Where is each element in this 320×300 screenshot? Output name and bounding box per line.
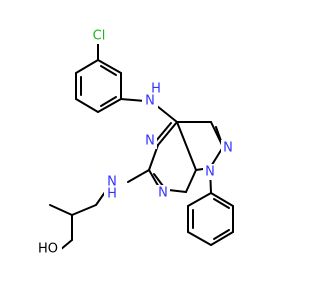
ring-n-bottom: N xyxy=(158,186,168,201)
chlorophenyl-ring xyxy=(75,41,146,113)
chlorine-label: Cl xyxy=(93,29,106,44)
nh-left-n: N xyxy=(107,175,117,190)
bond xyxy=(187,192,212,207)
bond xyxy=(156,105,178,123)
label-mask xyxy=(156,185,170,201)
ring-n-left: N xyxy=(145,134,155,149)
bond xyxy=(185,169,197,193)
label-mask xyxy=(88,28,110,44)
bond xyxy=(213,229,230,240)
label-mask xyxy=(203,164,217,180)
label-mask xyxy=(104,175,120,201)
nh-top-h: H xyxy=(151,82,161,97)
molecule-structure: Cl H N N N N N N H HO xyxy=(36,28,235,257)
bond xyxy=(157,121,178,146)
bond xyxy=(176,121,197,171)
bond xyxy=(148,144,159,171)
bond xyxy=(153,173,164,187)
nh-top-n: N xyxy=(145,94,155,109)
nh-left-h: H xyxy=(107,187,117,202)
label-mask xyxy=(143,133,157,149)
bond xyxy=(215,126,222,142)
bond xyxy=(75,98,99,113)
bond xyxy=(97,98,122,113)
bond xyxy=(49,204,73,216)
bond xyxy=(71,204,97,216)
hydroxypropyl-chain xyxy=(49,184,111,251)
label-mask xyxy=(221,140,235,156)
label-mask xyxy=(142,93,158,109)
bond xyxy=(187,231,212,246)
fused-ring-core xyxy=(127,105,224,194)
bond xyxy=(97,59,122,74)
phenyl-ring xyxy=(187,192,234,246)
bond xyxy=(127,169,150,183)
bond xyxy=(155,122,172,142)
bond xyxy=(75,59,99,74)
bond xyxy=(100,96,117,107)
hydroxyl-label: HO xyxy=(38,242,58,257)
label-mask xyxy=(36,241,62,257)
bond-to-nh xyxy=(120,98,146,102)
bond xyxy=(100,65,117,76)
bond xyxy=(213,198,230,209)
pyrazole-n-bottom: N xyxy=(205,165,215,180)
pyrazole-n-top: N xyxy=(223,141,233,156)
bond xyxy=(210,192,234,207)
bond xyxy=(210,231,234,246)
